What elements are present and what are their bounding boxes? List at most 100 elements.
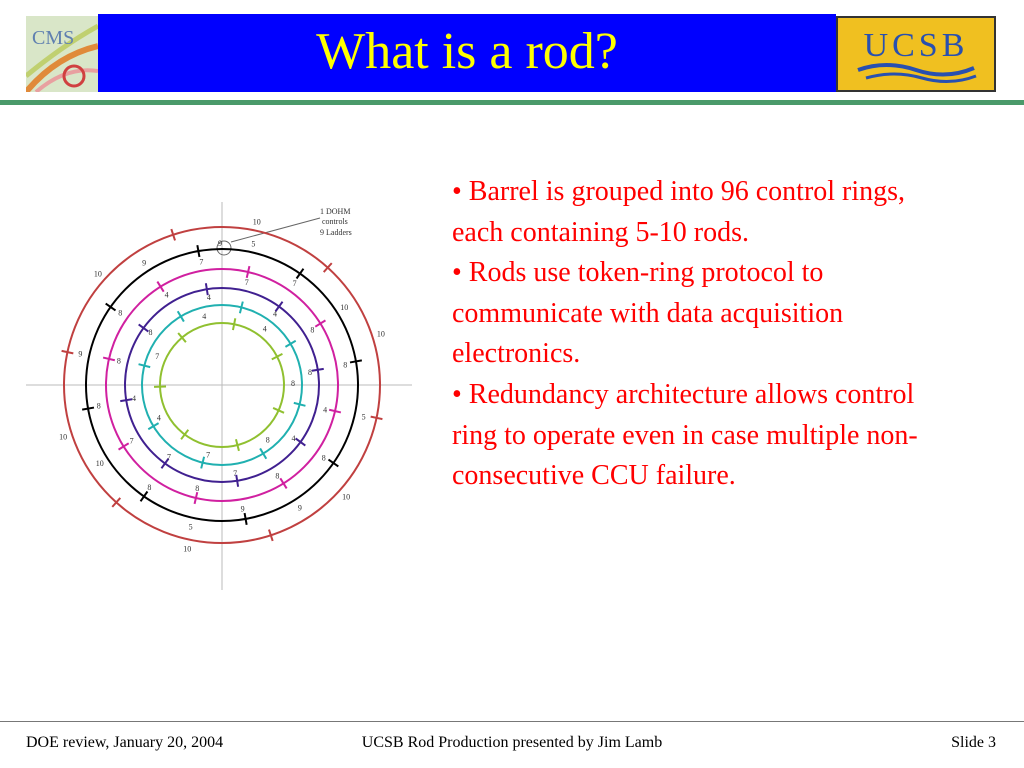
ring-diagram-svg: 1 DOHM controls 9 Ladders 9 101010101010…	[26, 202, 412, 590]
ring-label-purple: 4	[165, 291, 169, 300]
ring-label-red: 10	[94, 269, 102, 278]
ring-label-cyan: 4	[132, 394, 136, 403]
ring-label-green: 4	[202, 312, 206, 321]
ring-tick-purple	[295, 437, 306, 447]
callout-line-3: 9 Ladders	[320, 228, 352, 237]
ring-tick-purple	[138, 323, 149, 333]
ring-label-black: 10	[340, 303, 348, 312]
ring-tick-red	[322, 262, 333, 273]
ring-label-cyan: 7	[167, 453, 171, 462]
ring-tick-black	[349, 359, 363, 364]
callout-line-1: 1 DOHM	[320, 207, 350, 216]
ring-label-purple: 8	[310, 326, 314, 335]
ring-tick-cyan	[238, 301, 244, 314]
ring-tick-cyan	[176, 310, 185, 323]
ring-tick-cyan	[259, 447, 268, 460]
ring-label-cyan: 7	[233, 469, 237, 478]
ring-tick-red	[111, 497, 122, 508]
bullet-item-2: • Rods use token-ring protocol to commun…	[452, 257, 844, 370]
ring-tick-magenta	[245, 265, 251, 279]
ring-green	[159, 322, 285, 448]
ring-label-red: 10	[59, 433, 67, 442]
ring-label-magenta: 8	[343, 360, 347, 369]
ucsb-logo-text: UCSB	[864, 27, 969, 64]
ring-tick-black	[139, 490, 149, 502]
ring-tick-purple	[235, 474, 240, 487]
ring-tick-green	[234, 438, 240, 452]
bullet-list: • Barrel is grouped into 96 control ring…	[452, 172, 952, 497]
ring-label-green: 8	[266, 435, 270, 444]
ring-tick-magenta	[193, 491, 199, 505]
cms-logo-text: CMS	[32, 27, 74, 49]
ring-tick-black	[81, 406, 95, 411]
slide-header: CMS What is a rod? UCSB	[0, 0, 1024, 96]
ring-label-cyan: 4	[207, 293, 211, 302]
ring-tick-red	[268, 529, 274, 542]
ring-label-magenta: 7	[199, 258, 203, 267]
callout-marker	[216, 240, 232, 256]
ring-tick-cyan	[284, 339, 297, 348]
ring-label-black: 9	[142, 259, 146, 268]
ring-label-red: 10	[183, 544, 191, 553]
top-ring-label: 9	[218, 239, 222, 248]
ring-label-magenta: 9	[241, 504, 245, 513]
ring-label-magenta: 7	[293, 279, 297, 288]
ring-label-red: 10	[342, 493, 350, 502]
header-rule	[0, 100, 1024, 105]
ring-label-red: 10	[253, 218, 261, 227]
ring-tick-purple	[160, 458, 170, 469]
ring-label-purple: 4	[323, 406, 327, 415]
ring-tick-green	[272, 406, 285, 414]
ring-tick-red	[61, 349, 74, 355]
ring-label-black: 5	[251, 239, 255, 248]
ring-label-black: 9	[298, 503, 302, 512]
ring-label-black: 5	[189, 523, 193, 532]
footer-center: UCSB Rod Production presented by Jim Lam…	[361, 734, 663, 751]
ring-label-magenta: 8	[147, 483, 151, 492]
ring-tick-cyan	[138, 363, 151, 369]
ring-tick-black	[295, 268, 305, 280]
ring-tick-black	[105, 302, 117, 312]
ring-black	[85, 248, 359, 522]
ring-label-black: 9	[78, 350, 82, 359]
ucsb-logo: UCSB	[836, 16, 996, 92]
ring-tick-magenta	[102, 356, 116, 362]
ring-label-purple: 8	[275, 471, 279, 480]
ring-label-green: 7	[206, 451, 210, 460]
ring-tick-green	[231, 318, 237, 331]
ring-magenta	[105, 268, 339, 502]
callout-line	[230, 217, 321, 243]
ring-tick-purple	[204, 283, 209, 296]
ring-label-purple: 7	[130, 436, 134, 445]
ring-tick-purple	[274, 301, 284, 312]
ring-tick-magenta	[328, 408, 342, 414]
ring-tick-purple	[120, 398, 133, 403]
ring-cyan	[141, 304, 303, 466]
ring-label-cyan: 4	[292, 434, 296, 443]
ring-label-magenta: 8	[322, 454, 326, 463]
footer-left: DOE review, January 20, 2004	[26, 734, 224, 751]
ring-label-cyan: 8	[148, 328, 152, 337]
ring-label-purple: 8	[117, 356, 121, 365]
ring-label-magenta: 8	[97, 402, 101, 411]
bullet-item-1: • Barrel is grouped into 96 control ring…	[452, 176, 906, 248]
ring-label-black: 5	[362, 412, 366, 421]
ring-red	[63, 226, 381, 544]
ring-tick-red	[370, 415, 383, 421]
ring-tick-black	[327, 458, 339, 468]
ring-tick-magenta	[314, 319, 326, 328]
ring-label-cyan: 4	[273, 309, 277, 318]
ring-tick-red	[170, 228, 176, 241]
ring-tick-black	[243, 512, 248, 526]
ring-tick-cyan	[147, 422, 160, 431]
ring-label-green: 8	[291, 379, 295, 388]
ring-tick-magenta	[279, 477, 288, 489]
slide-title: What is a rod?	[316, 23, 618, 80]
ring-label-green: 4	[263, 324, 267, 333]
ring-label-green: 7	[155, 352, 159, 361]
ring-tick-magenta	[118, 442, 130, 451]
ring-label-cyan: 8	[308, 368, 312, 377]
bullet-item-3: • Redundancy architecture allows control…	[452, 378, 918, 492]
ring-tick-cyan	[200, 456, 206, 469]
